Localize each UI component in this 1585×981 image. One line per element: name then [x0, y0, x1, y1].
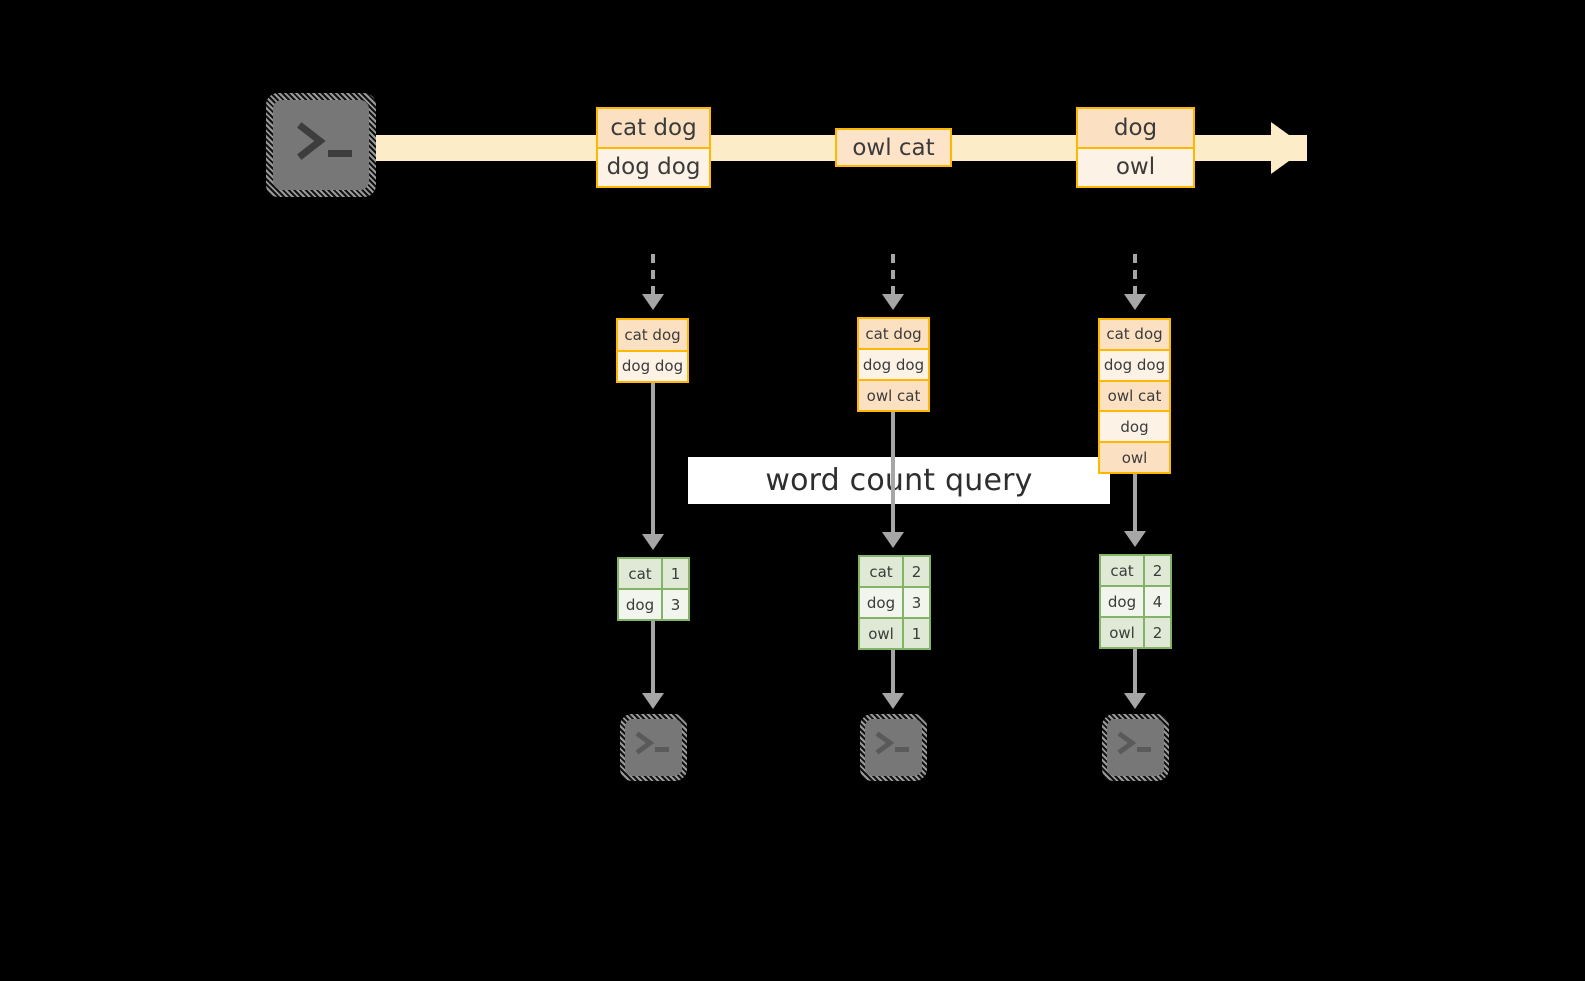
snapshot-2-tap-line	[891, 254, 895, 296]
result-count: 1	[904, 619, 929, 648]
table-row: owl 2	[1101, 618, 1170, 647]
terminal-prompt-icon	[875, 731, 909, 755]
snapshot-2-query-arrowhead	[882, 532, 904, 548]
query-label: word count query	[688, 457, 1110, 504]
result-count: 2	[1145, 556, 1170, 585]
snapshot-2-input-table[interactable]: cat dog dog dog owl cat	[857, 317, 930, 412]
result-count: 2	[1145, 618, 1170, 647]
snapshot-1-tap-arrowhead	[642, 294, 664, 310]
snapshot-1-query-line	[651, 383, 655, 535]
snapshot-1-query-arrowhead	[642, 534, 664, 550]
snapshot-2-input-row: owl cat	[859, 381, 928, 410]
terminal-body	[273, 100, 369, 190]
table-row: dog 4	[1101, 587, 1170, 618]
result-count: 3	[663, 590, 688, 619]
stream-event-1[interactable]: cat dog dog dog	[596, 107, 711, 188]
result-count: 1	[663, 559, 688, 588]
snapshot-3-query-line	[1133, 474, 1137, 532]
snapshot-3-tap-line	[1133, 254, 1137, 296]
stream-event-3-line-2: owl	[1078, 148, 1193, 186]
terminal-body	[865, 719, 922, 776]
result-count: 4	[1145, 587, 1170, 616]
snapshot-2-query-line	[891, 412, 895, 533]
snapshot-2-tap-arrowhead	[882, 294, 904, 310]
stream-event-1-line-1: cat dog	[598, 109, 709, 149]
snapshot-1-sink-terminal[interactable]	[620, 714, 687, 781]
result-count: 2	[904, 557, 929, 586]
table-row: cat 1	[619, 559, 688, 590]
table-row: dog 3	[860, 588, 929, 619]
result-word: cat	[860, 557, 904, 586]
snapshot-1-sink-line	[651, 621, 655, 695]
table-row: cat 2	[860, 557, 929, 588]
table-row: owl 1	[860, 619, 929, 648]
result-word: dog	[1101, 587, 1145, 616]
snapshot-3-input-row: owl cat	[1100, 381, 1169, 413]
result-word: cat	[1101, 556, 1145, 585]
result-word: owl	[1101, 618, 1145, 647]
snapshot-2-input-row: dog dog	[859, 350, 928, 381]
snapshot-3-input-row: dog	[1100, 412, 1169, 444]
terminal-prompt-icon	[635, 731, 669, 755]
table-row: dog 3	[619, 590, 688, 619]
stream-source-terminal[interactable]	[266, 93, 376, 197]
snapshot-1-result-table[interactable]: cat 1 dog 3	[617, 557, 690, 621]
snapshot-2-input-row: cat dog	[859, 319, 928, 350]
result-word: owl	[860, 619, 904, 648]
terminal-body	[1107, 719, 1164, 776]
snapshot-3-sink-arrowhead	[1124, 693, 1146, 709]
snapshot-3-input-table[interactable]: cat dog dog dog owl cat dog owl	[1098, 318, 1171, 474]
snapshot-3-tap-arrowhead	[1124, 294, 1146, 310]
snapshot-3-sink-terminal[interactable]	[1102, 714, 1169, 781]
snapshot-3-input-row: owl	[1100, 443, 1169, 472]
query-label-text: word count query	[765, 463, 1033, 498]
stream-event-3-line-1: dog	[1078, 109, 1193, 149]
result-count: 3	[904, 588, 929, 617]
result-word: cat	[619, 559, 663, 588]
snapshot-2-sink-arrowhead	[882, 693, 904, 709]
stream-event-2[interactable]: owl cat	[835, 128, 952, 167]
snapshot-1-sink-arrowhead	[642, 693, 664, 709]
snapshot-3-query-arrowhead	[1124, 531, 1146, 547]
snapshot-2-result-table[interactable]: cat 2 dog 3 owl 1	[858, 555, 931, 650]
snapshot-3-input-row: dog dog	[1100, 350, 1169, 382]
stream-event-2-line-1: owl cat	[852, 134, 935, 161]
terminal-prompt-icon	[1117, 731, 1151, 755]
result-word: dog	[860, 588, 904, 617]
snapshot-2-sink-terminal[interactable]	[860, 714, 927, 781]
terminal-prompt-icon	[297, 122, 352, 160]
snapshot-2-sink-line	[891, 650, 895, 695]
stream-event-3[interactable]: dog owl	[1076, 107, 1195, 188]
terminal-body	[625, 719, 682, 776]
snapshot-3-sink-line	[1133, 649, 1137, 695]
snapshot-1-input-row: dog dog	[618, 351, 687, 381]
snapshot-3-result-table[interactable]: cat 2 dog 4 owl 2	[1099, 554, 1172, 649]
snapshot-1-input-row: cat dog	[618, 320, 687, 352]
stream-arrowhead	[1271, 122, 1307, 174]
snapshot-1-input-table[interactable]: cat dog dog dog	[616, 318, 689, 383]
stream-event-1-line-2: dog dog	[598, 148, 709, 186]
result-word: dog	[619, 590, 663, 619]
snapshot-3-input-row: cat dog	[1100, 320, 1169, 351]
snapshot-1-tap-line	[651, 254, 655, 296]
table-row: cat 2	[1101, 556, 1170, 587]
